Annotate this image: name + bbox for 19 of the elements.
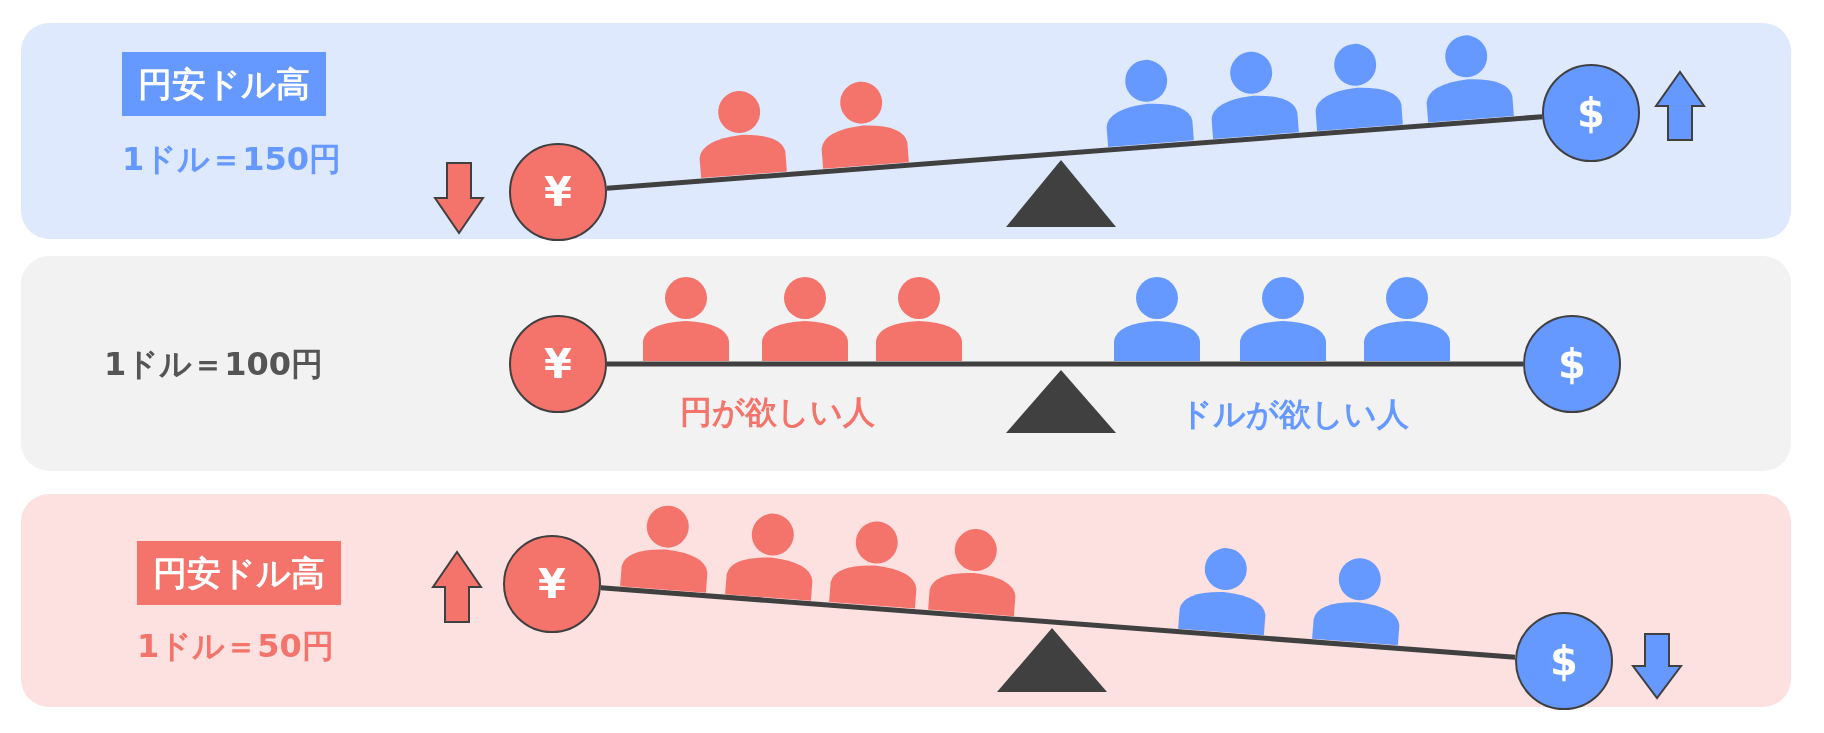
coin: $: [1515, 612, 1613, 710]
coin: ¥: [509, 315, 607, 413]
panel-background: [21, 256, 1791, 471]
heading-label: 円安ドル高: [122, 52, 326, 116]
seesaw-beam: [600, 585, 1516, 660]
coin: $: [1523, 315, 1621, 413]
panel-background: [21, 23, 1791, 239]
panel-background: [21, 494, 1791, 707]
coin: ¥: [509, 143, 607, 241]
seesaw-beam: [607, 361, 1523, 367]
coin: ¥: [503, 535, 601, 633]
rate-label: 1ドル＝150円: [122, 143, 342, 175]
heading-label: 円安ドル高: [137, 541, 341, 605]
rate-label: 1ドル＝100円: [104, 348, 324, 380]
seesaw-beam: [606, 114, 1543, 191]
coin: $: [1542, 64, 1640, 162]
group-caption: ドルが欲しい人: [1180, 398, 1409, 430]
rate-label: 1ドル＝50円: [137, 630, 334, 662]
group-caption: 円が欲しい人: [680, 396, 875, 428]
